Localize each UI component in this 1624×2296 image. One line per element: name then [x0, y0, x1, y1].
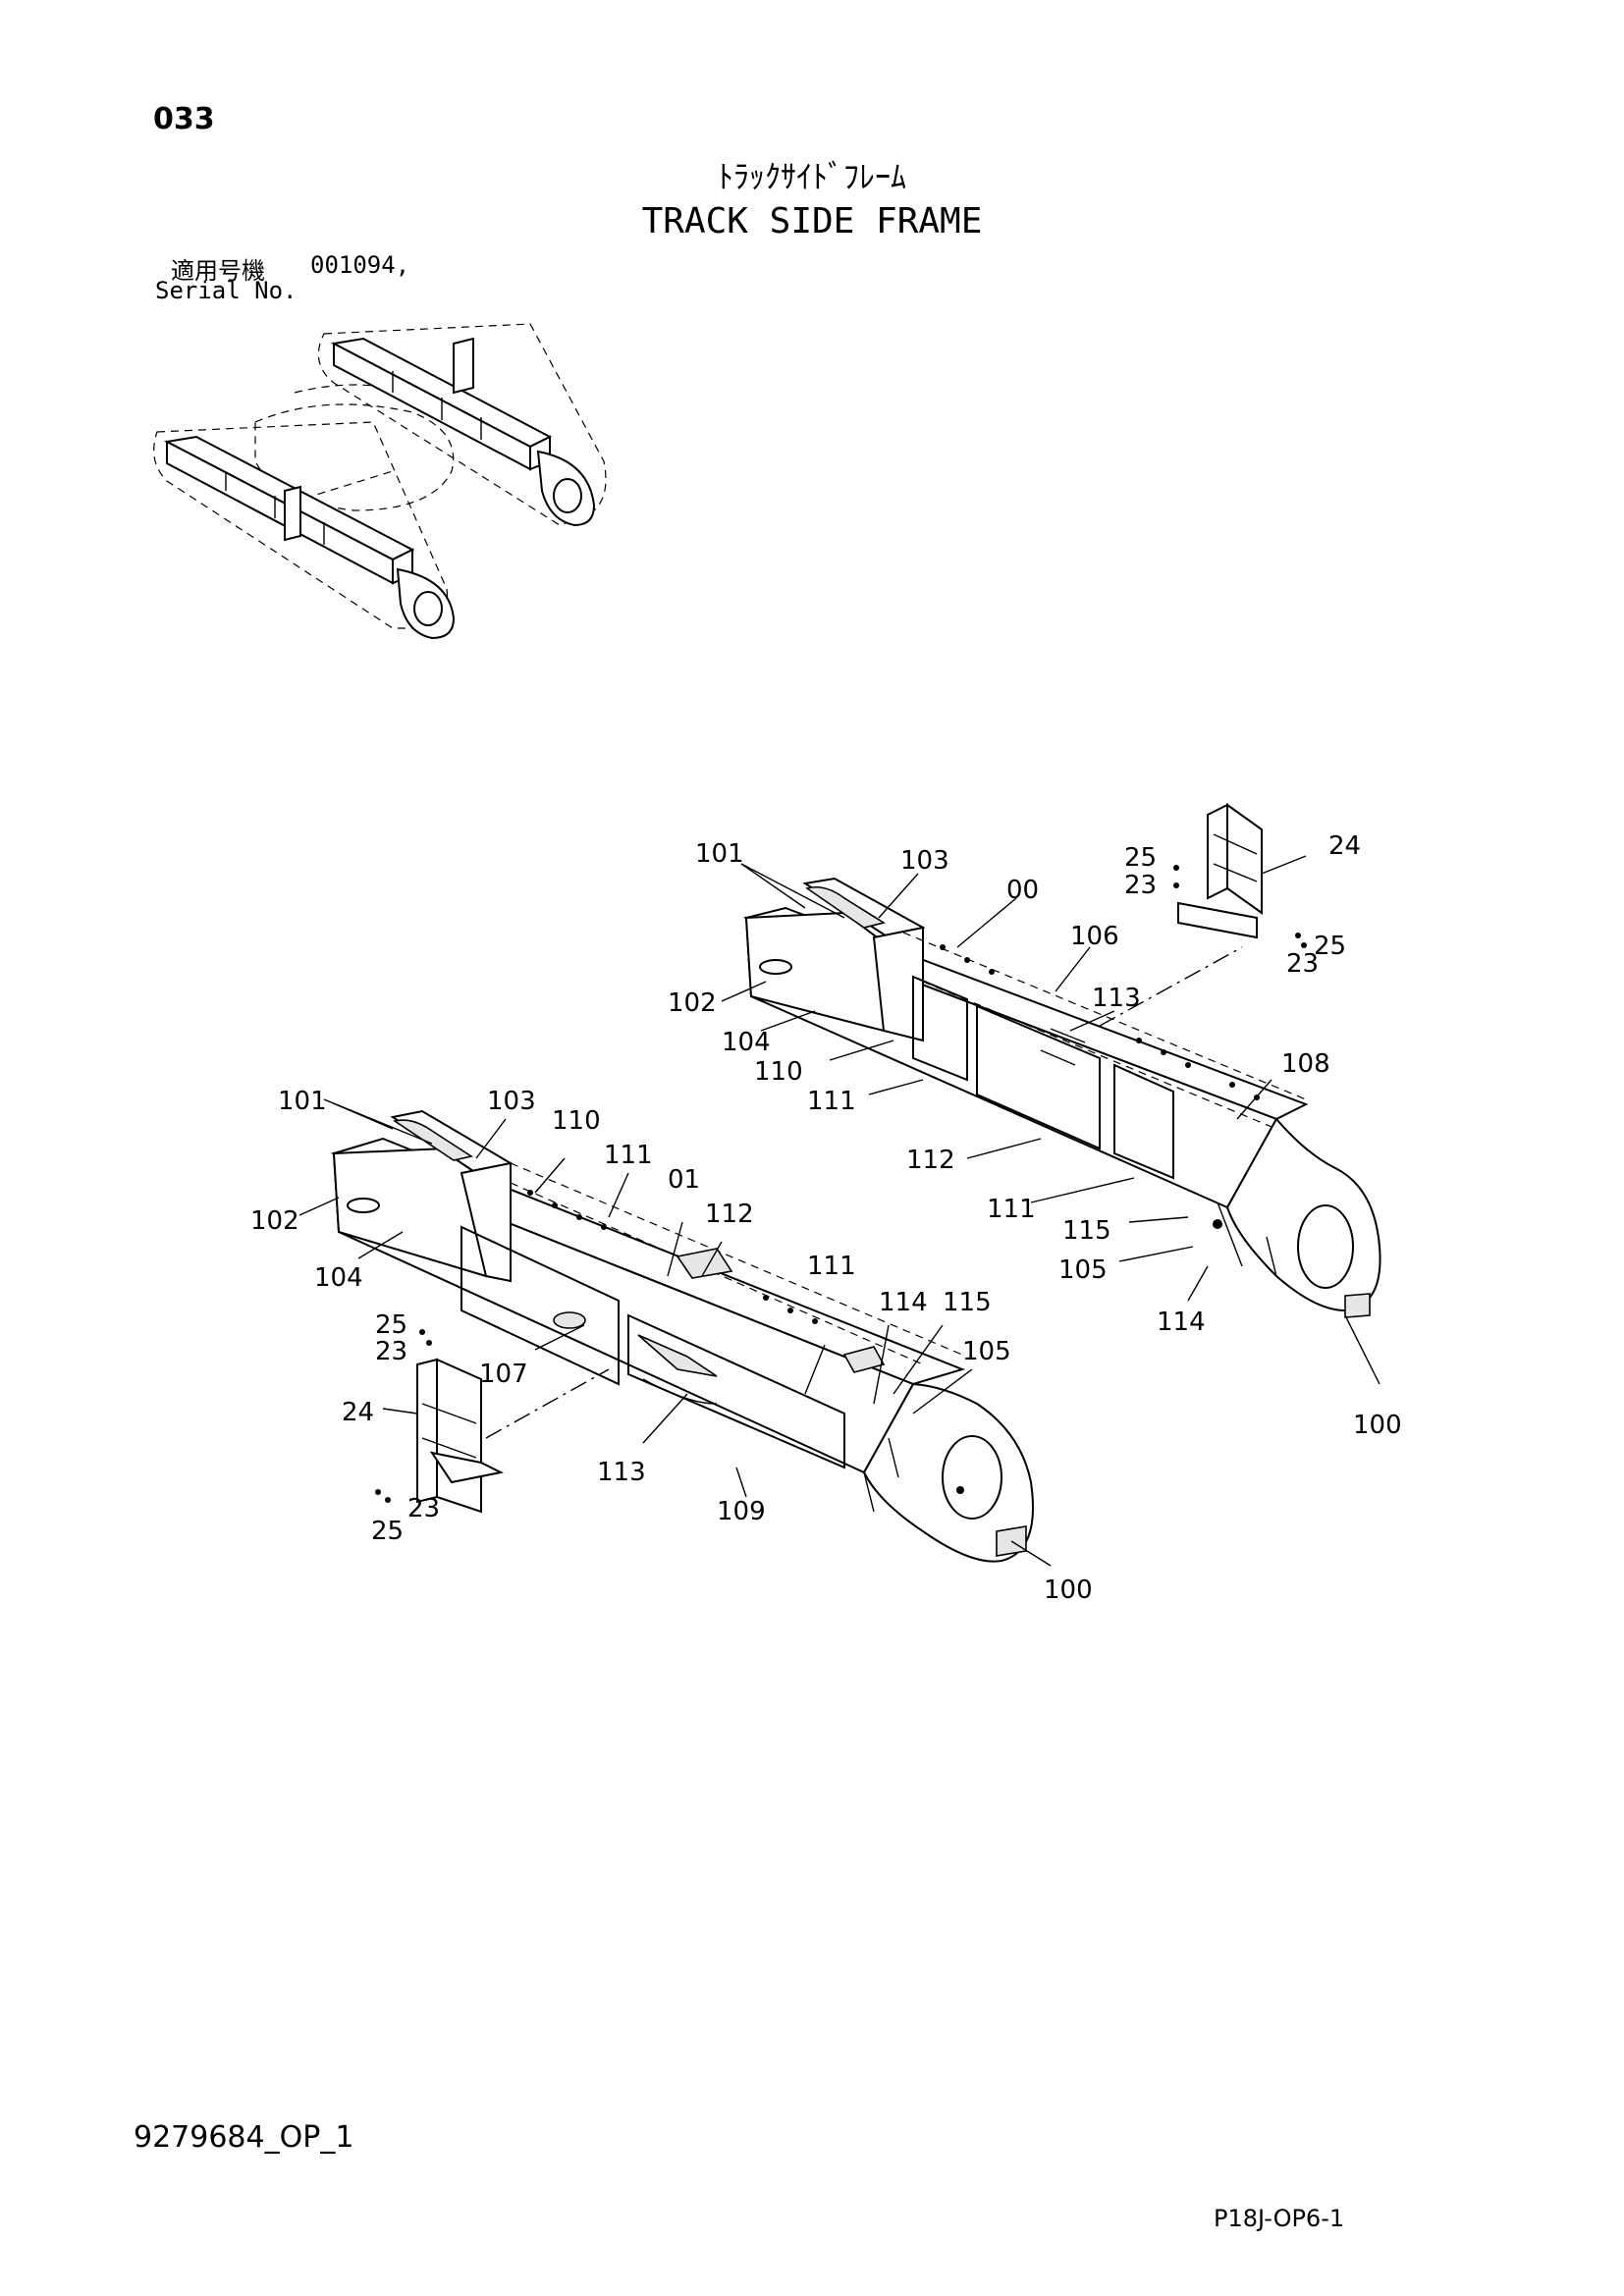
- callout-24: 24: [1328, 831, 1361, 861]
- callout-25-top: 25: [1124, 843, 1157, 873]
- upper-track-frame: [742, 877, 1381, 1318]
- callout-25-side: 25: [1314, 932, 1346, 961]
- callout-111-bottom: 111: [987, 1195, 1036, 1224]
- overview-thumbnail: [153, 323, 607, 640]
- page-number: 033: [153, 102, 215, 136]
- callout-101: 101: [695, 839, 744, 869]
- callout-103: 103: [900, 846, 949, 876]
- callout-105: 105: [962, 1337, 1011, 1366]
- callout-106: 106: [1070, 922, 1119, 951]
- upper-frame-callouts: 101 103 00 106 113 102 104 110 111 108 1…: [668, 839, 1402, 1440]
- callout-23-top: 23: [1124, 871, 1157, 900]
- callout-102: 102: [250, 1206, 299, 1236]
- callout-23-side: 23: [1286, 949, 1319, 979]
- callout-113: 113: [597, 1458, 646, 1487]
- title-english: TRACK SIDE FRAME: [641, 201, 983, 241]
- lower-track-frame: [330, 1109, 1034, 1563]
- callout-111-top: 111: [604, 1141, 653, 1170]
- callout-103: 103: [487, 1087, 536, 1116]
- callout-24: 24: [342, 1398, 374, 1427]
- callout-111-bottom: 111: [807, 1252, 856, 1281]
- serial-label-english: Serial No.: [155, 277, 298, 304]
- callout-115: 115: [1062, 1216, 1111, 1246]
- callout-112: 112: [705, 1200, 754, 1229]
- lower-frame-callouts: 101 103 110 111 01 112 102 104 111 114 1…: [250, 1087, 1093, 1605]
- upper-ladder-callouts: 25 23 24 25 23: [1124, 831, 1361, 979]
- callout-115: 115: [943, 1288, 992, 1317]
- callout-112: 112: [906, 1146, 955, 1175]
- callout-113: 113: [1092, 984, 1141, 1013]
- overview-frame-upper: [330, 337, 596, 527]
- callout-114: 114: [1157, 1308, 1206, 1337]
- callout-114: 114: [879, 1288, 928, 1317]
- upper-ladder-bracket: [1173, 803, 1307, 948]
- upper-ladder-centerline: [1099, 946, 1243, 1027]
- callout-109: 109: [717, 1497, 766, 1526]
- lower-ladder-bracket: [375, 1329, 505, 1514]
- title-japanese: ﾄﾗｯｸｻｲﾄﾞﾌﾚｰﾑ: [717, 158, 906, 195]
- callout-110: 110: [552, 1106, 601, 1136]
- callout-110: 110: [754, 1057, 803, 1087]
- callout-104: 104: [722, 1028, 771, 1057]
- drawing-code: 9279684_OP_1: [134, 2120, 354, 2155]
- callout-105: 105: [1058, 1255, 1108, 1285]
- callout-102: 102: [668, 988, 717, 1018]
- lower-frame-bolt-holes: [527, 1190, 818, 1324]
- callout-108: 108: [1281, 1049, 1330, 1079]
- callout-25-top: 25: [375, 1310, 407, 1340]
- lower-ladder-centerline: [485, 1368, 610, 1439]
- serial-number-value: 001094,: [310, 251, 410, 279]
- callout-00: 00: [1006, 876, 1039, 905]
- lower-ladder-callouts: 25 23 24 23 25: [342, 1310, 440, 1546]
- overview-frame-lower: [163, 435, 456, 640]
- callout-25-bottom: 25: [371, 1517, 404, 1546]
- serial-label-japanese: 適用号機: [171, 257, 265, 285]
- callout-01: 01: [668, 1165, 700, 1195]
- callout-104: 104: [314, 1263, 363, 1293]
- callout-107: 107: [479, 1360, 528, 1389]
- page-code: P18J-OP6-1: [1214, 2205, 1345, 2232]
- callout-100: 100: [1353, 1411, 1402, 1440]
- callout-101: 101: [278, 1087, 327, 1116]
- leader-lines: [298, 855, 1380, 1567]
- upper-frame-bolt-holes: [940, 944, 1260, 1100]
- callout-23-top: 23: [375, 1337, 407, 1366]
- callout-111-top: 111: [807, 1087, 856, 1116]
- callout-23-bottom: 23: [407, 1494, 440, 1523]
- callout-100: 100: [1044, 1575, 1093, 1605]
